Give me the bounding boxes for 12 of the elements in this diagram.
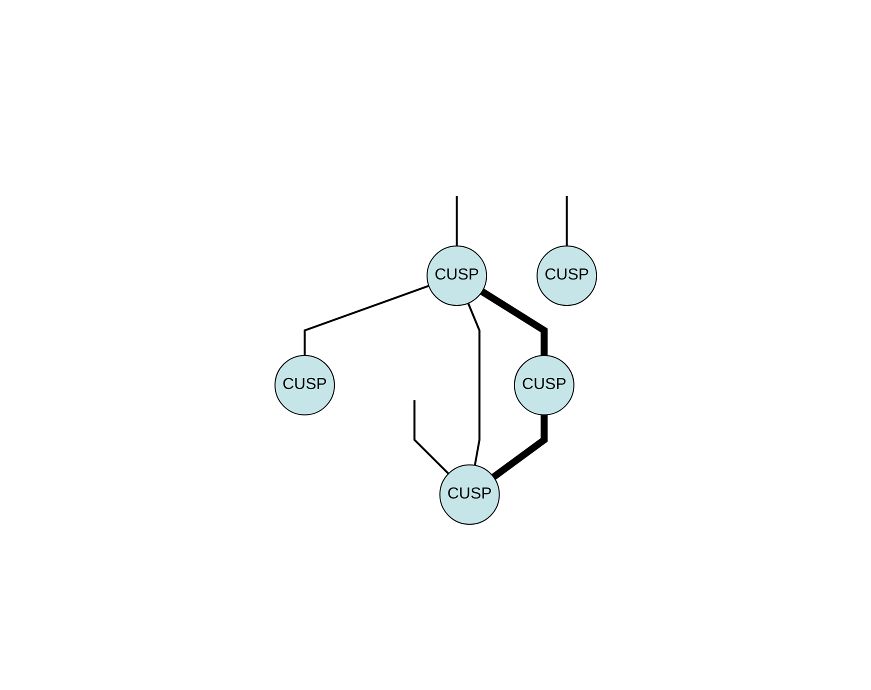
node-circle: CUSP — [438, 464, 500, 525]
connector — [455, 196, 458, 246]
connector — [565, 196, 568, 246]
node-circle: CUSP — [536, 245, 597, 306]
connector — [480, 288, 548, 356]
connector — [491, 414, 548, 480]
node-circle: CUSP — [274, 354, 335, 416]
connector — [466, 302, 480, 466]
connector — [413, 400, 449, 474]
connector — [303, 284, 429, 356]
node-circle: CUSP — [426, 245, 487, 306]
node-circle: CUSP — [514, 354, 574, 416]
